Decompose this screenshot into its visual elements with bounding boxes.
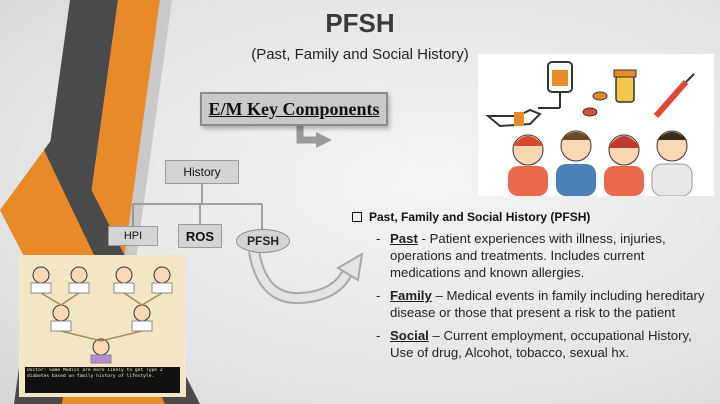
people-icon [508,130,693,197]
dash-bullet: - [376,231,381,246]
pills-icon [582,69,637,117]
dash-bullet: - [376,328,381,343]
text-social: – Current employment, occupational Histo… [390,328,692,360]
term-social: Social [390,328,429,343]
term-past: Past [390,231,418,246]
checkbox-icon [352,212,362,222]
text-family: – Medical events in family including her… [390,288,705,320]
syringe-icon [653,73,695,118]
hand-icon [485,108,542,128]
dash-bullet: - [376,288,381,303]
text-past: - Patient experiences with illness, inju… [390,231,666,280]
ros-node: ROS [178,224,222,248]
key-components-box: E/M Key Components [200,92,388,126]
page-subtitle: (Past, Family and Social History) [251,46,469,63]
iv-bag-icon [538,61,573,109]
list-item-past: - Past - Patient experiences with illnes… [376,230,716,281]
pfsh-heading-text: Past, Family and Social History (PFSH) [369,210,591,224]
history-node: History [165,160,239,184]
pfsh-node: PFSH [236,229,290,253]
page-title: PFSH [325,8,395,38]
list-item-family: - Family – Medical events in family incl… [376,287,716,321]
family-caption: Doctor: Some Medics are more likely to g… [27,368,163,379]
medical-illustration [478,54,714,197]
term-family: Family [390,288,432,303]
pfsh-heading: Past, Family and Social History (PFSH) [352,210,716,224]
family-tree-illustration: Doctor: Some Medics are more likely to g… [19,255,186,397]
list-item-social: - Social – Current employment, occupatio… [376,327,716,361]
hpi-node: HPI [108,226,158,246]
pfsh-section: Past, Family and Social History (PFSH) -… [352,210,716,367]
